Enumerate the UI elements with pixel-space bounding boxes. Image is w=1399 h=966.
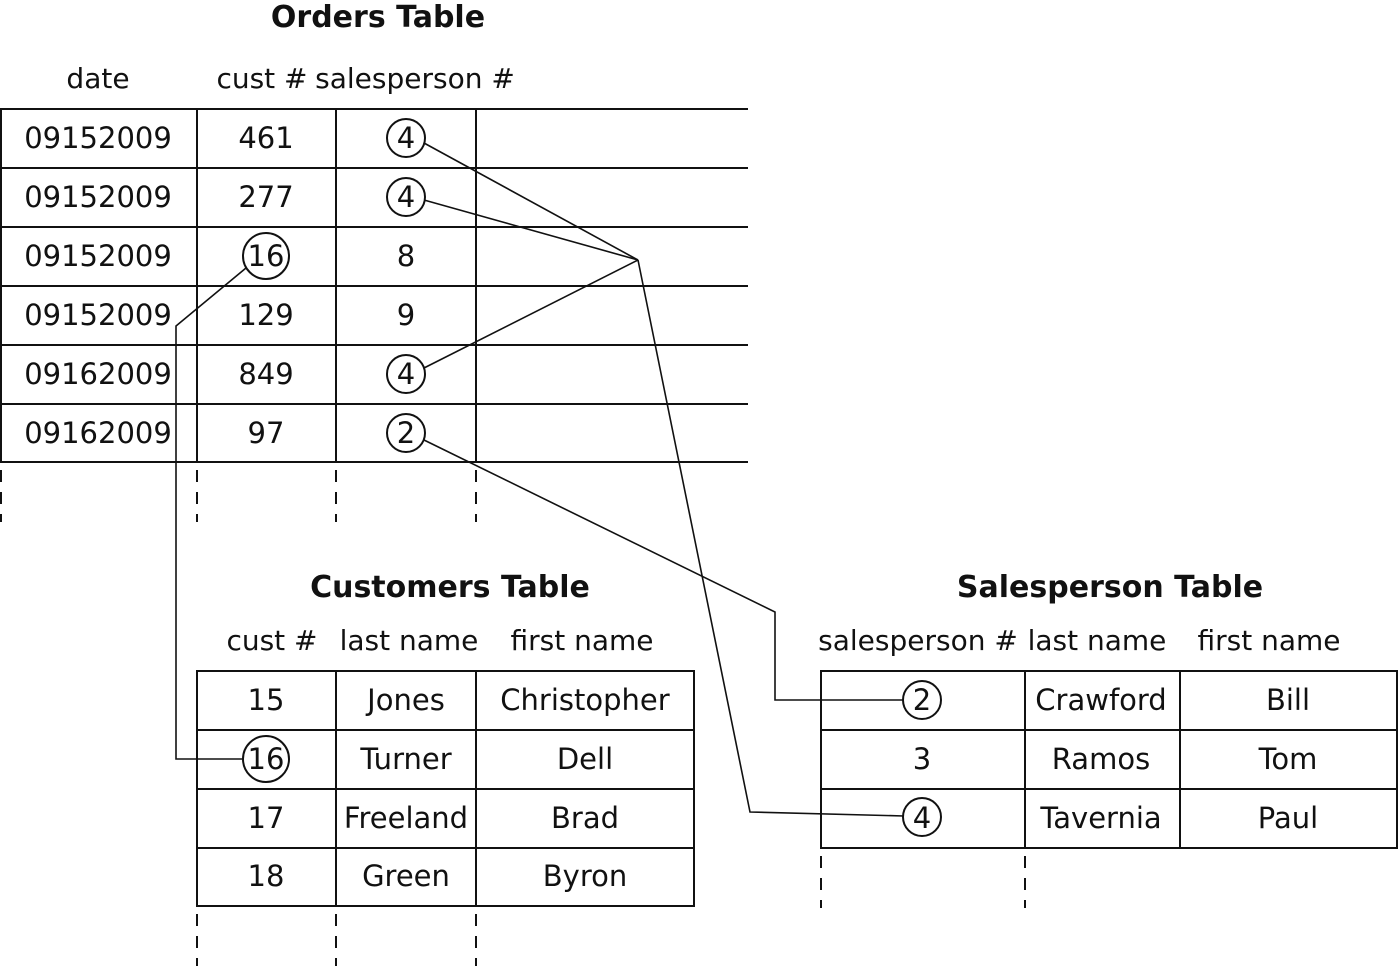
orders-cell-salesperson: 4 [397,121,415,155]
customers-cell-last-name: Turner [359,742,451,776]
salesperson-cell-number: 4 [913,801,931,835]
orders-cell-salesperson: 4 [397,180,415,214]
link-order-row2-sp4 [423,199,639,261]
key-highlight-circle [902,680,942,720]
connector-lines [175,142,905,817]
customers-cell-first-name: Christopher [500,683,669,717]
orders-cell-salesperson: 2 [397,416,415,450]
orders-cell-salesperson: 9 [397,298,415,332]
orders-cell-cust: 849 [238,357,293,391]
salesperson-header-first-name: first name [1197,624,1340,657]
customers-header-first-name: first name [510,624,653,657]
salesperson-header-last-name: last name [1028,624,1167,657]
orders-cell-salesperson: 4 [397,357,415,391]
salesperson-table-title: Salesperson Table [957,570,1263,605]
customers-cell-cust: 16 [248,742,285,776]
customers-cell-last-name: Freeland [344,801,468,835]
orders-header-cust: cust # [216,62,307,95]
link-order-row6-sp2-to-salesperson2 [423,439,904,701]
orders-header-salesperson: salesperson # [315,62,515,95]
key-highlight-circle [386,118,426,158]
customers-table-title: Customers Table [310,570,590,605]
key-highlight-circle [242,232,290,280]
orders-cell-salesperson: 8 [397,239,415,273]
salesperson-cell-first-name: Paul [1258,801,1318,835]
salesperson-cell-last-name: Tavernia [1039,801,1161,835]
orders-cell-cust: 277 [238,180,293,214]
key-highlight-circle [386,413,426,453]
customers-cell-last-name: Green [362,859,450,893]
key-highlight-circle [242,735,290,783]
key-highlight-circle [386,177,426,217]
orders-cell-cust: 97 [248,416,285,450]
customers-cell-last-name: Jones [365,683,445,717]
customers-cell-first-name: Brad [551,801,619,835]
orders-cell-date: 09152009 [24,239,172,273]
key-highlight-circle [902,797,942,837]
orders-cell-date: 09152009 [24,180,172,214]
salesperson-cell-number: 2 [913,683,931,717]
orders-cell-cust: 16 [248,239,285,273]
orders-cell-date: 09152009 [24,298,172,332]
customers-cell-first-name: Dell [557,742,613,776]
customers-cell-first-name: Byron [543,859,627,893]
orders-cell-cust: 129 [238,298,293,332]
customers-cell-cust: 18 [248,859,285,893]
customers-header-last-name: last name [340,624,479,657]
salesperson-header-number: salesperson # [818,624,1018,657]
orders-cell-date: 09152009 [24,121,172,155]
orders-cell-date: 09162009 [24,416,172,450]
salesperson-table: Salesperson Table salesperson # last nam… [818,570,1398,908]
link-sp4-hub-to-salesperson4 [637,259,905,817]
key-highlight-circle [386,354,426,394]
orders-table-title: Orders Table [271,0,485,35]
link-order-row5-sp4 [423,259,639,369]
customers-header-cust: cust # [226,624,317,657]
salesperson-cell-number: 3 [913,742,931,776]
orders-cell-cust: 461 [238,121,293,155]
customers-cell-cust: 15 [248,683,285,717]
salesperson-cell-last-name: Ramos [1052,742,1150,776]
salesperson-cell-first-name: Bill [1266,683,1310,717]
salesperson-cell-last-name: Crawford [1035,683,1166,717]
customers-table: Customers Table cust # last name first n… [196,570,695,966]
link-order-cust16-to-customer16 [175,267,247,760]
link-order-row1-sp4 [423,142,639,261]
orders-cell-date: 09162009 [24,357,172,391]
customers-cell-cust: 17 [248,801,285,835]
orders-table: Orders Table date cust # salesperson # 0… [0,0,748,522]
salesperson-cell-first-name: Tom [1258,742,1318,776]
orders-header-date: date [66,62,129,95]
